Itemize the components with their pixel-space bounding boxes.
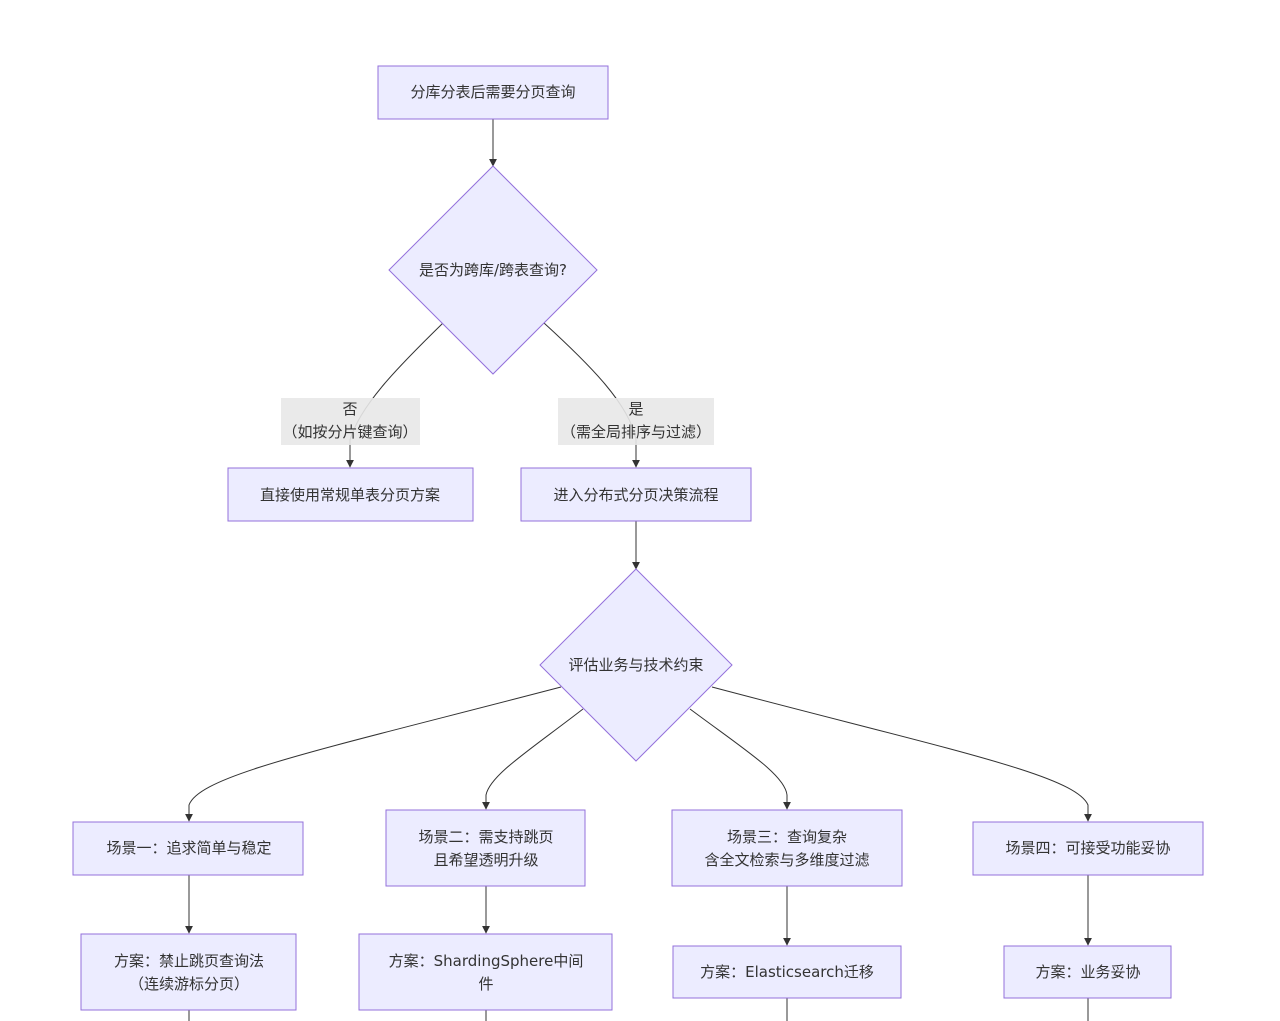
node-scene2: 场景二：需支持跳页 且希望透明升级 [385, 809, 586, 887]
node-enter-flow: 进入分布式分页决策流程 [520, 467, 752, 522]
edge-label-yes: 是 （需全局排序与过滤） [558, 398, 714, 445]
node-plan1-label-line2: （连续游标分页） [129, 975, 249, 993]
node-plan4: 方案：业务妥协 [1003, 945, 1172, 999]
edge-label-yes-line1: 是 [628, 400, 643, 418]
node-scene1: 场景一：追求简单与稳定 [72, 821, 304, 876]
node-evaluate-label: 评估业务与技术约束 [568, 656, 703, 674]
node-plan3: 方案：Elasticsearch迁移 [672, 945, 902, 999]
edge-evaluate-to-scene4 [711, 686, 1092, 822]
edges [185, 119, 1092, 1021]
edge-label-no-line1: 否 [342, 400, 357, 418]
edge-cross-to-direct [346, 322, 444, 468]
node-plan2-label-line2: 件 [478, 975, 493, 993]
node-scene3: 场景三：查询复杂 含全文检索与多维度过滤 [671, 809, 903, 887]
node-scene4: 场景四：可接受功能妥协 [972, 821, 1204, 876]
node-cross-query: 是否为跨库/跨表查询? [388, 165, 598, 375]
node-scene2-label-line1: 场景二：需支持跳页 [418, 828, 553, 846]
node-evaluate: 评估业务与技术约束 [539, 568, 733, 762]
node-plan4-label: 方案：业务妥协 [1035, 963, 1140, 981]
node-scene4-label: 场景四：可接受功能妥协 [1005, 839, 1170, 857]
node-cross-query-label: 是否为跨库/跨表查询? [419, 261, 567, 279]
edge-evaluate-to-scene1 [185, 686, 562, 822]
node-plan3-label: 方案：Elasticsearch迁移 [700, 963, 874, 981]
edge-label-no: 否 （如按分片键查询） [281, 398, 420, 445]
edge-evaluate-to-scene2 [482, 708, 584, 810]
node-scene3-label-line2: 含全文检索与多维度过滤 [704, 851, 869, 869]
node-plan1: 方案：禁止跳页查询法 （连续游标分页） [80, 933, 297, 1011]
node-enter-flow-label: 进入分布式分页决策流程 [553, 486, 718, 504]
edge-label-no-line2: （如按分片键查询） [282, 423, 417, 441]
node-plan2: 方案：ShardingSphere中间 件 [358, 933, 613, 1011]
edge-cross-to-flow [543, 322, 640, 468]
node-start-label: 分库分表后需要分页查询 [410, 83, 575, 101]
node-direct: 直接使用常规单表分页方案 [227, 467, 474, 522]
node-plan2-label-line1: 方案：ShardingSphere中间 [389, 952, 584, 970]
node-plan1-label-line1: 方案：禁止跳页查询法 [114, 952, 264, 970]
node-scene2-label-line2: 且希望透明升级 [433, 851, 538, 869]
node-start: 分库分表后需要分页查询 [377, 65, 609, 120]
edge-label-yes-line2: （需全局排序与过滤） [561, 423, 711, 441]
edge-evaluate-to-scene3 [689, 708, 791, 810]
node-direct-label: 直接使用常规单表分页方案 [260, 486, 440, 504]
node-scene3-label-line1: 场景三：查询复杂 [727, 828, 847, 846]
node-scene1-label: 场景一：追求简单与稳定 [106, 839, 271, 857]
